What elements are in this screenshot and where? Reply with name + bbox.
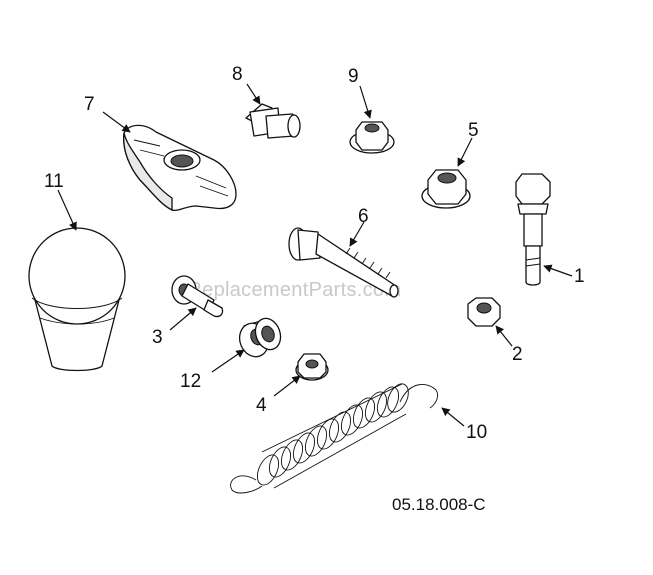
callout-7: 7 — [84, 94, 95, 115]
callout-4: 4 — [256, 395, 267, 416]
drawing-code: 05.18.008-C — [392, 495, 486, 514]
part-5-large-nut[interactable] — [421, 169, 471, 209]
leader-9 — [359, 85, 372, 119]
callout-9: 9 — [348, 66, 359, 87]
part-11-knob[interactable] — [28, 227, 126, 372]
callout-10: 10 — [466, 422, 487, 443]
callout-12: 12 — [180, 371, 201, 392]
leader-4 — [273, 375, 301, 397]
leader-12 — [211, 349, 245, 373]
leader-6 — [349, 221, 365, 247]
part-10-spring[interactable] — [230, 381, 439, 494]
leader-8 — [246, 83, 261, 105]
callout-2: 2 — [512, 344, 523, 365]
callout-3: 3 — [152, 327, 163, 348]
part-3-shoulder-bolt[interactable] — [171, 275, 224, 318]
leader-10 — [441, 407, 465, 427]
leader-1 — [543, 264, 573, 277]
leader-2 — [495, 325, 513, 347]
part-12-bushing[interactable] — [235, 315, 285, 361]
watermark-text: eReplacementParts.com — [176, 279, 401, 301]
callout-6: 6 — [358, 206, 369, 227]
part-2-lock-nut[interactable] — [467, 297, 501, 327]
part-6-long-bolt[interactable] — [288, 227, 399, 298]
leader-7 — [102, 111, 131, 133]
callout-11: 11 — [44, 171, 64, 192]
callout-8: 8 — [232, 64, 243, 85]
part-8-bolt[interactable] — [245, 103, 301, 139]
part-7-lever[interactable] — [123, 124, 237, 212]
leader-3 — [169, 307, 197, 331]
part-4-small-nut[interactable] — [295, 353, 329, 381]
part-1-shoulder-bolt[interactable] — [515, 173, 551, 286]
leader-5 — [457, 137, 473, 167]
leader-11 — [57, 189, 77, 231]
callout-1: 1 — [574, 266, 585, 287]
callout-5: 5 — [468, 120, 479, 141]
part-9-flange-nut[interactable] — [349, 121, 395, 154]
